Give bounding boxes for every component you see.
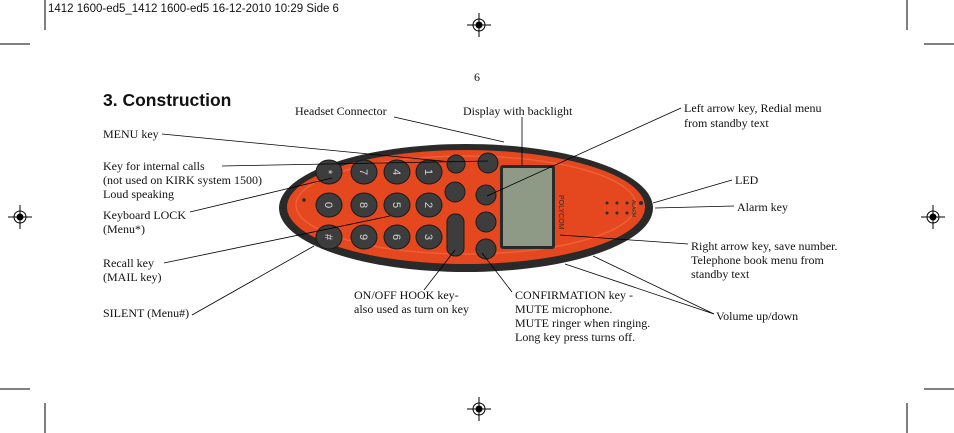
label-recall-line1: Recall key [103,256,154,270]
display-screen [503,168,552,246]
label-right-arrow-line3: standby text [691,267,750,281]
microphone-hole [302,198,306,202]
keypad-key-3[interactable]: 3 [415,224,443,250]
label-right-arrow-line1: Right arrow key, save number. [691,239,838,253]
label-left-arrow-line1: Left arrow key, Redial menu [684,101,822,115]
label-lock-line2: (Menu*) [103,222,145,236]
registration-marks [8,13,945,421]
keypad-key-7[interactable]: 7 [350,159,378,185]
svg-text:0: 0 [322,202,334,208]
label-right-arrow-line2: Telephone book menu from [691,253,824,267]
svg-text:5: 5 [390,202,402,208]
svg-text:7: 7 [357,169,369,175]
svg-text:9: 9 [357,234,369,240]
label-confirm-line2: MUTE microphone. [515,302,613,316]
keypad-key-8[interactable]: 8 [350,192,378,218]
label-lock-line1: Keyboard LOCK [103,208,186,222]
label-volume: Volume up/down [716,309,799,323]
label-menu-key: MENU key [103,127,159,141]
section-title: 3. Construction [103,90,232,110]
led-indicator [639,201,643,205]
label-recall-line2: (MAIL key) [103,270,162,284]
print-slug-header: 1412 1600-ed5_1412 1600-ed5 16-12-2010 1… [48,3,339,15]
internal-call-key[interactable] [477,152,499,174]
label-internal-line2: (not used on KIRK system 1500) [103,173,262,187]
brand-logo: POLYCOM [557,195,564,230]
keypad-key-hash[interactable]: # [315,224,343,250]
label-confirm-line1: CONFIRMATION key - [515,288,633,302]
svg-text:1: 1 [422,169,434,175]
confirm-key[interactable] [475,238,497,260]
svg-text:2: 2 [422,202,434,208]
svg-text:6: 6 [390,234,402,240]
label-onoff-line2: also used as turn on key [354,302,469,316]
lock-function-key[interactable] [444,181,466,203]
keypad-key-2[interactable]: 2 [415,192,443,218]
keypad-key-9[interactable]: 9 [350,224,378,250]
left-arrow-key[interactable] [475,184,497,206]
keypad-key-1[interactable]: 1 [415,159,443,185]
onoff-hook-key[interactable] [446,213,465,257]
keypad-key-4[interactable]: 4 [383,159,411,185]
label-internal-line3: Loud speaking [103,187,174,201]
label-internal-line1: Key for internal calls [103,159,205,173]
page-number: 6 [474,70,480,84]
label-silent: SILENT (Menu#) [103,306,190,320]
keypad: * 0 #7 8 9 4 5 6 1 2 3 [315,152,643,260]
alarm-text: ALARM [630,200,636,217]
keypad-key-5[interactable]: 5 [383,192,411,218]
label-confirm-line4: Long key press turns off. [515,330,636,344]
menu-key[interactable] [446,154,466,174]
svg-text:*: * [322,170,334,175]
phone-handset: POLYCOM ALARM * 0 #7 8 9 4 5 6 1 2 3 [279,144,653,272]
label-alarm-key: Alarm key [737,200,788,214]
speaker-grille [605,201,629,215]
keypad-key-0[interactable]: 0 [315,192,343,218]
right-arrow-key[interactable] [475,211,497,233]
label-confirm-line3: MUTE ringer when ringing. [515,316,651,330]
label-display-backlight: Display with backlight [463,104,573,118]
svg-text:8: 8 [357,202,369,208]
label-led: LED [735,173,759,187]
keypad-key-star[interactable]: * [315,159,343,185]
svg-text:#: # [322,234,334,241]
label-headset-connector: Headset Connector [295,104,387,118]
leader-lines [161,107,735,316]
svg-text:4: 4 [390,169,402,175]
keypad-key-6[interactable]: 6 [383,224,411,250]
svg-text:3: 3 [422,234,434,240]
label-onoff-line1: ON/OFF HOOK key- [354,288,459,302]
label-left-arrow-line2: from standby text [684,116,769,130]
